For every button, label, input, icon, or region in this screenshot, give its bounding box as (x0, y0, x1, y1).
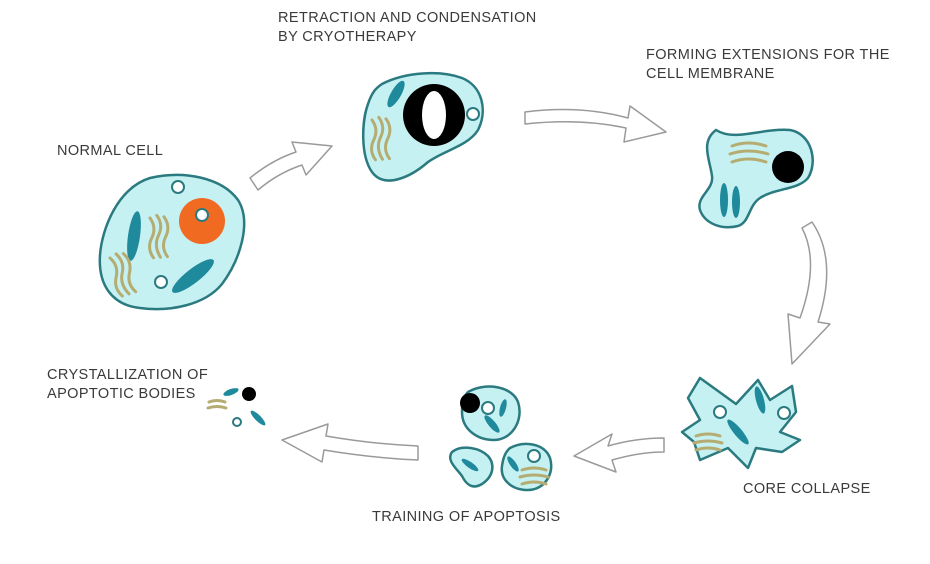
collapsed-vesicle-2 (777, 406, 791, 420)
arrow-4 (573, 433, 665, 473)
crystallized-fragments (206, 387, 266, 427)
apoptotic-mitochondrion-2 (499, 399, 507, 417)
nucleolus (195, 208, 209, 222)
collapsed-cell (680, 376, 802, 470)
collapsed-mitochondrion-2 (727, 419, 749, 445)
mitochondrion-2 (172, 259, 214, 293)
fragment-golgi (206, 399, 228, 410)
label-normal-cell: NORMAL CELL (57, 142, 163, 161)
vesicle-1 (171, 180, 185, 194)
apoptotic-mitochondrion-1 (484, 415, 500, 433)
fragment-mitochondrion-1 (223, 388, 239, 396)
apoptotic-mitochondrion-3 (461, 458, 479, 472)
extension-mitochondrion-1 (720, 183, 728, 217)
label-extensions: FORMING EXTENSIONS FOR THE CELL MEMBRANE (646, 46, 890, 84)
label-retraction-line1: RETRACTION AND CONDENSATION (278, 10, 537, 26)
label-core-collapse-text: CORE COLLAPSE (743, 481, 871, 497)
arrow-2 (524, 105, 667, 143)
retracted-cell (361, 71, 484, 182)
extension-condensed-nucleus (772, 151, 804, 183)
label-extensions-line1: FORMING EXTENSIONS FOR THE (646, 47, 890, 63)
mitochondrion-1 (127, 211, 141, 261)
label-normal-cell-text: NORMAL CELL (57, 143, 164, 159)
apoptotic-vesicle-2 (527, 449, 541, 463)
label-core-collapse: CORE COLLAPSE (743, 480, 871, 499)
label-crystallization-line2: APOPTOTIC BODIES (47, 386, 196, 402)
collapsed-golgi (692, 432, 724, 452)
retracted-vesicle (466, 107, 480, 121)
apoptotic-cells (448, 385, 553, 492)
collapsed-cell-membrane (680, 376, 802, 470)
label-retraction-line2: BY CRYOTHERAPY (278, 29, 417, 45)
apoptotic-golgi (518, 466, 550, 486)
collapsed-vesicle-1 (713, 405, 727, 419)
fragment-vesicle (232, 417, 242, 427)
label-extensions-line2: CELL MEMBRANE (646, 66, 775, 82)
normal-cell-membrane (98, 173, 246, 311)
label-apoptosis: TRAINING OF APOPTOSIS (372, 508, 561, 527)
apoptotic-nucleus (460, 393, 480, 413)
fragment-nucleus (242, 387, 256, 401)
arrow-1 (249, 141, 333, 191)
extension-mitochondrion-2 (732, 186, 740, 218)
retracted-mitochondrion (387, 80, 405, 108)
arrow-5 (281, 423, 419, 463)
label-apoptosis-text: TRAINING OF APOPTOSIS (372, 509, 561, 525)
condensed-nucleus-core (422, 91, 446, 139)
apoptotic-vesicle-1 (481, 401, 495, 415)
normal-cell (98, 173, 246, 311)
apoptotic-mitochondrion-4 (507, 456, 519, 472)
collapsed-mitochondrion-1 (754, 386, 766, 414)
label-crystallization-line1: CRYSTALLIZATION OF (47, 367, 209, 383)
label-crystallization: CRYSTALLIZATION OF APOPTOTIC BODIES (47, 366, 208, 404)
extension-golgi (728, 141, 770, 164)
vesicle-2 (154, 275, 168, 289)
label-retraction: RETRACTION AND CONDENSATION BY CRYOTHERA… (278, 9, 537, 47)
extension-cell (698, 128, 814, 229)
fragment-mitochondrion-2 (250, 410, 266, 426)
arrow-3 (787, 221, 831, 365)
